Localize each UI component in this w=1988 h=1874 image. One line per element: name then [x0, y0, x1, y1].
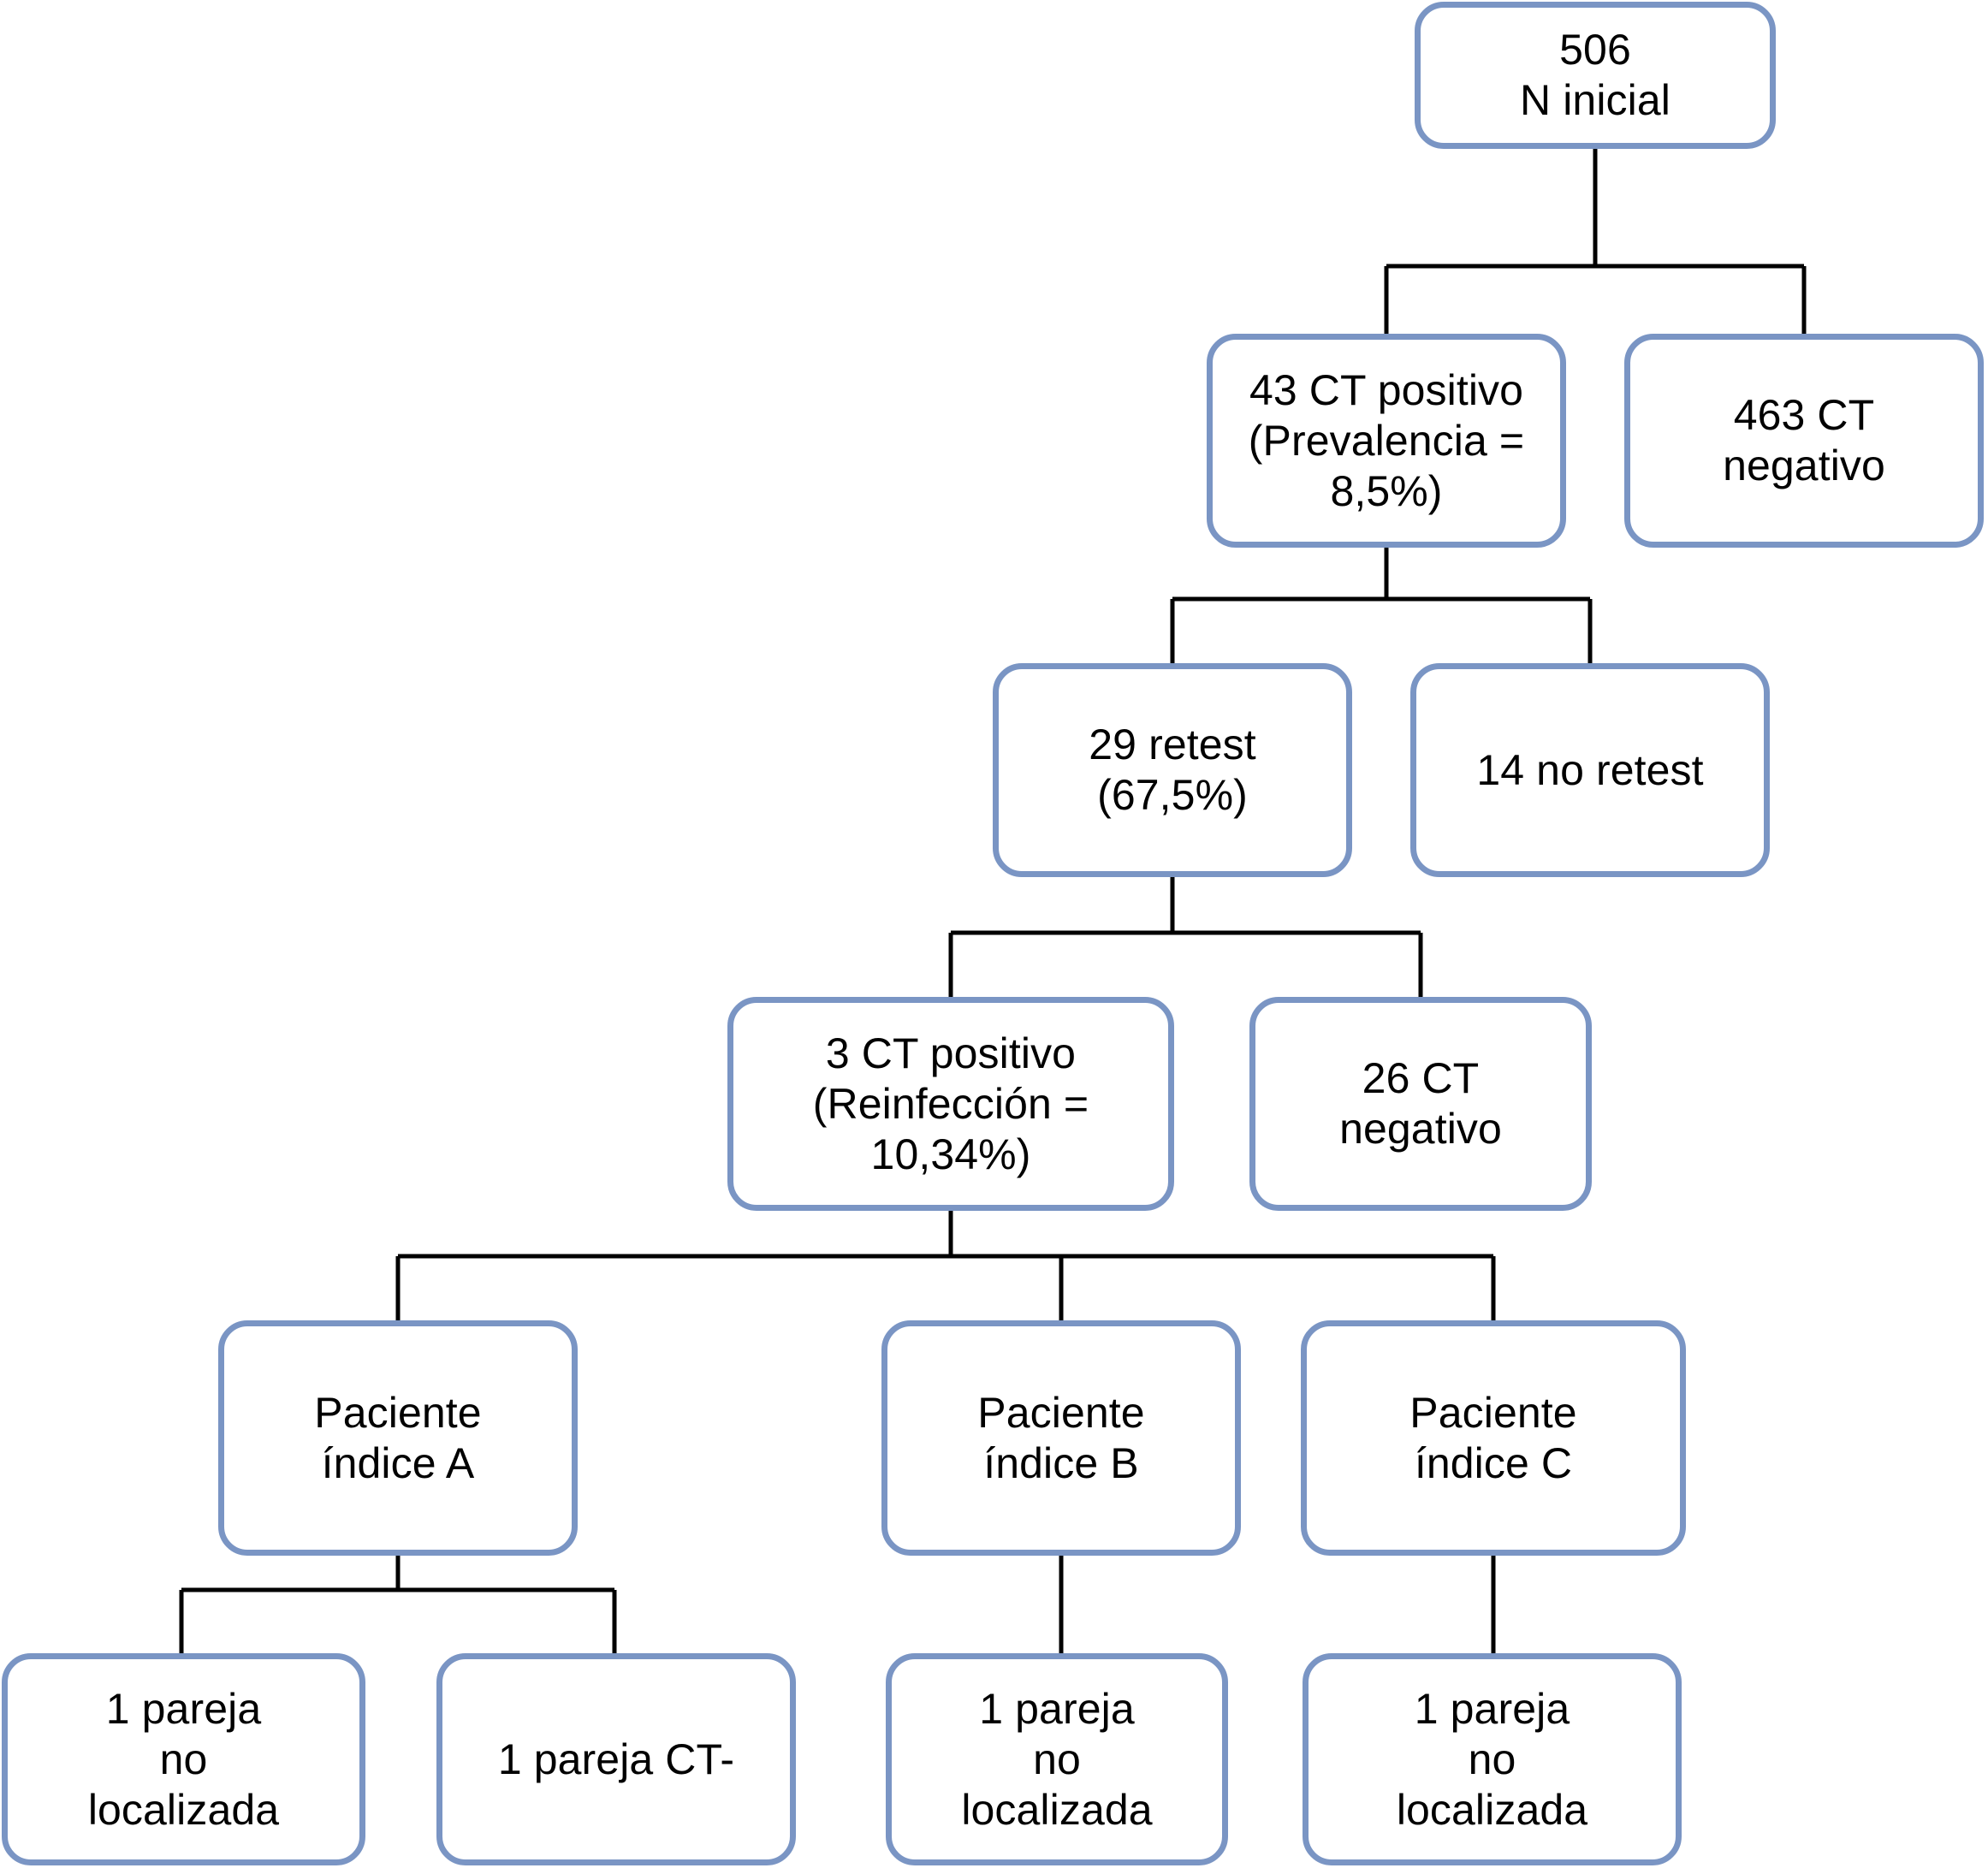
node-label-pareja-b-no-localizada: 1 pareja no localizada — [961, 1684, 1153, 1834]
node-label-paciente-indice-b: Paciente índice B — [977, 1388, 1145, 1487]
node-label-n-inicial: 506 N inicial — [1520, 26, 1671, 124]
node-label-paciente-indice-a: Paciente índice A — [314, 1388, 482, 1487]
node-n-inicial[interactable]: 506 N inicial — [1415, 2, 1776, 149]
node-no-retest[interactable]: 14 no retest — [1410, 663, 1770, 877]
node-label-pareja-a-no-localizada: 1 pareja no localizada — [87, 1684, 280, 1834]
node-label-paciente-indice-c: Paciente índice C — [1409, 1388, 1577, 1487]
node-ct-negativo-retest[interactable]: 26 CT negativo — [1249, 997, 1592, 1211]
node-label-pareja-c-no-localizada: 1 pareja no localizada — [1396, 1684, 1588, 1834]
node-label-retest: 29 retest (67,5%) — [1089, 721, 1256, 819]
node-label-pareja-a-ct-negativa: 1 pareja CT- — [497, 1735, 735, 1783]
node-paciente-indice-c[interactable]: Paciente índice C — [1301, 1320, 1686, 1556]
node-paciente-indice-b[interactable]: Paciente índice B — [881, 1320, 1241, 1556]
node-pareja-c-no-localizada[interactable]: 1 pareja no localizada — [1303, 1653, 1682, 1865]
node-paciente-indice-a[interactable]: Paciente índice A — [218, 1320, 578, 1556]
node-label-ct-negativo-retest: 26 CT negativo — [1339, 1054, 1502, 1153]
node-retest[interactable]: 29 retest (67,5%) — [993, 663, 1352, 877]
node-label-ct-positivo-retest: 3 CT positivo (Reinfección = 10,34%) — [812, 1029, 1089, 1178]
node-label-ct-positivo-inicial: 43 CT positivo (Prevalencia = 8,5%) — [1248, 365, 1525, 515]
node-label-ct-negativo-inicial: 463 CT negativo — [1723, 391, 1885, 489]
node-ct-positivo-inicial[interactable]: 43 CT positivo (Prevalencia = 8,5%) — [1207, 334, 1566, 548]
node-pareja-a-no-localizada[interactable]: 1 pareja no localizada — [2, 1653, 365, 1865]
node-ct-positivo-retest[interactable]: 3 CT positivo (Reinfección = 10,34%) — [727, 997, 1174, 1211]
node-pareja-b-no-localizada[interactable]: 1 pareja no localizada — [886, 1653, 1228, 1865]
node-label-no-retest: 14 no retest — [1476, 745, 1704, 794]
node-ct-negativo-inicial[interactable]: 463 CT negativo — [1624, 334, 1984, 548]
node-pareja-a-ct-negativa[interactable]: 1 pareja CT- — [436, 1653, 796, 1865]
